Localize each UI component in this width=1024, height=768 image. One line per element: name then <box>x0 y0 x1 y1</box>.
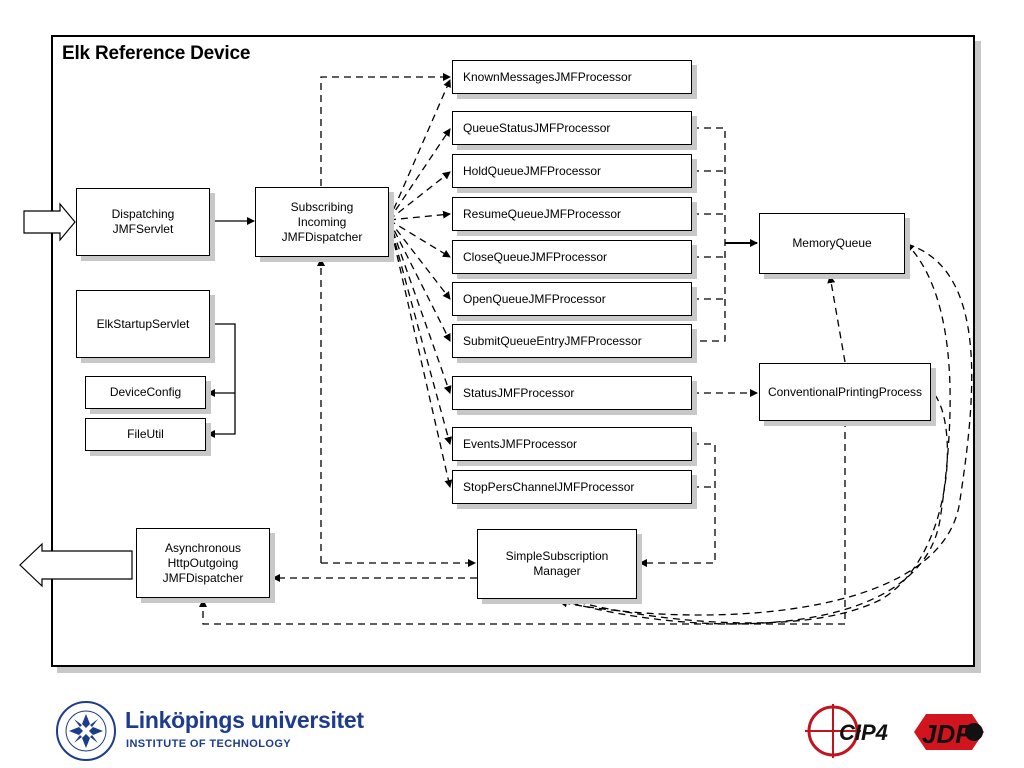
fan-submitqueue <box>388 219 451 342</box>
knownmessages-processor-label: KnownMessagesJMFProcessor <box>463 69 632 84</box>
elkstartupservlet-label: ElkStartupServlet <box>96 316 190 331</box>
memoryqueue-label: MemoryQueue <box>792 236 872 250</box>
stoppers-processor-box: StopPersChannelJMFProcessor <box>452 470 692 504</box>
deviceconfig-box: DeviceConfig <box>85 376 206 409</box>
memoryqueue-box: MemoryQueue <box>759 213 905 274</box>
university-subtitle: INSTITUTE OF TECHNOLOGY <box>126 738 292 750</box>
simplesubscriptionmanager-box: SimpleSubscription Manager <box>477 529 637 599</box>
output-arrow <box>19 542 133 588</box>
dispatching-jmfservlet-label: Dispatching JMFServlet <box>111 207 175 236</box>
openqueue-processor-box: OpenQueueJMFProcessor <box>452 282 692 316</box>
fan-openqueue <box>388 219 451 300</box>
fileutil-box: FileUtil <box>85 418 206 451</box>
fan-resumequeue <box>388 210 451 221</box>
university-name: Linköpings universitet <box>125 707 364 733</box>
university-seal-icon <box>56 701 116 761</box>
fileutil-label: FileUtil <box>127 427 164 441</box>
fan-closequeue <box>388 219 451 258</box>
fan-stoppers <box>388 219 453 488</box>
elkstartupservlet-box: ElkStartupServlet <box>76 290 210 358</box>
curve-simplesub-memoryqueue <box>559 243 951 625</box>
stoppers-processor-label: StopPersChannelJMFProcessor <box>463 479 635 494</box>
line-elkstartup <box>207 323 236 438</box>
async-dispatcher-label: Asynchronous HttpOutgoing JMFDispatcher <box>162 540 244 585</box>
resumequeue-processor-label: ResumeQueueJMFProcessor <box>463 206 622 221</box>
svg-text:CIP4: CIP4 <box>839 720 888 745</box>
status-processor-box: StatusJMFProcessor <box>452 376 692 410</box>
curve-memoryqueue-simplesub <box>559 243 973 616</box>
queuestatus-processor-label: QueueStatusJMFProcessor <box>463 120 611 135</box>
conventionalprintingprocess-label: ConventionalPrintingProcess <box>767 384 923 399</box>
fan-knownmessages <box>388 79 451 221</box>
subscribing-dispatcher-label: Subscribing Incoming JMFDispatcher <box>281 199 363 244</box>
subscribing-dispatcher-box: Subscribing Incoming JMFDispatcher <box>255 187 389 257</box>
arrow-conventional-memoryqueue <box>827 275 846 363</box>
input-arrow <box>23 202 76 242</box>
fan-holdqueue <box>388 171 451 221</box>
simplesubscriptionmanager-label: SimpleSubscription Manager <box>505 549 609 578</box>
submitqueueentry-processor-label: SubmitQueueEntryJMFProcessor <box>463 333 642 348</box>
svg-text:JDF: JDF <box>922 719 972 749</box>
fan-status <box>388 219 452 394</box>
queuestatus-processor-box: QueueStatusJMFProcessor <box>452 111 692 145</box>
deviceconfig-label: DeviceConfig <box>109 385 182 399</box>
diagram-title: Elk Reference Device <box>62 43 251 64</box>
events-processor-box: EventsJMFProcessor <box>452 427 692 461</box>
holdqueue-processor-label: HoldQueueJMFProcessor <box>463 163 602 178</box>
async-dispatcher-box: Asynchronous HttpOutgoing JMFDispatcher <box>136 528 270 598</box>
dispatching-jmfservlet-box: Dispatching JMFServlet <box>76 188 210 256</box>
fan-events <box>388 219 453 445</box>
fan-queuestatus <box>388 128 451 221</box>
cip4-logo: CIP4 <box>805 704 888 758</box>
bracket-queue-processors <box>692 127 726 342</box>
arrow-conventional-async <box>199 420 846 625</box>
jdf-logo: JDF <box>914 714 984 750</box>
status-processor-label: StatusJMFProcessor <box>463 385 575 400</box>
conventionalprintingprocess-box: ConventionalPrintingProcess <box>759 363 931 421</box>
holdqueue-processor-box: HoldQueueJMFProcessor <box>452 154 692 188</box>
submitqueueentry-processor-box: SubmitQueueEntryJMFProcessor <box>452 324 692 358</box>
openqueue-processor-label: OpenQueueJMFProcessor <box>463 291 606 306</box>
resumequeue-processor-box: ResumeQueueJMFProcessor <box>452 197 692 231</box>
curve-conventional-simplesub <box>561 394 949 624</box>
closequeue-processor-box: CloseQueueJMFProcessor <box>452 240 692 274</box>
arrow-subscribing-knownmessages <box>320 73 451 186</box>
closequeue-processor-label: CloseQueueJMFProcessor <box>463 249 608 264</box>
events-processor-label: EventsJMFProcessor <box>463 436 578 451</box>
knownmessages-processor-box: KnownMessagesJMFProcessor <box>452 60 692 94</box>
